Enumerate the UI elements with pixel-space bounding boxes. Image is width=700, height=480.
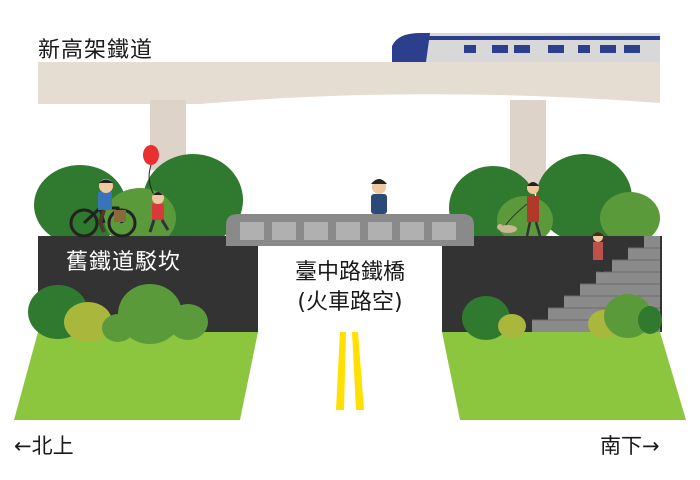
elevated-viaduct (38, 62, 660, 190)
bridge-label: 臺中路鐵橋 (火車路空) (240, 258, 460, 318)
pedestrian-on-bridge (371, 179, 387, 214)
dog-walker-figure (497, 182, 542, 237)
road-center-lines (336, 332, 364, 410)
old-railway-embankment-label: 舊鐵道駁坎 (66, 250, 182, 275)
railway-bridge (226, 214, 474, 246)
train-icon (392, 33, 660, 62)
cyclist-figure (69, 179, 137, 238)
new-elevated-railway-label: 新高架鐵道 (38, 38, 154, 63)
person-on-stairs (592, 232, 604, 273)
north-direction-label: ←北上 (14, 434, 74, 458)
south-direction-label: 南下→ (600, 434, 660, 458)
bushes-foreground (28, 284, 662, 344)
bridge-note: (火車路空) (297, 290, 403, 315)
lawn-left (14, 332, 258, 420)
bridge-name: 臺中路鐵橋 (294, 260, 405, 285)
lawn-right (442, 332, 686, 420)
child-with-balloon (143, 145, 170, 233)
